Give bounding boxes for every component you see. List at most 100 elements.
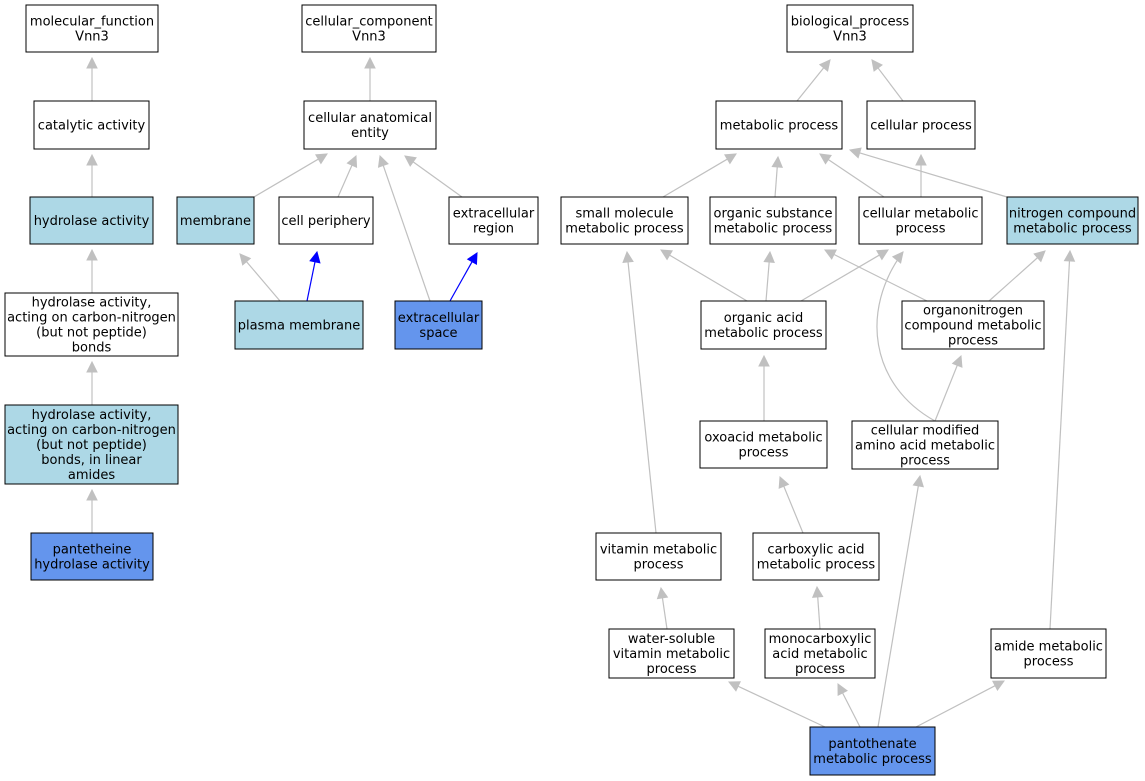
node-label-line: organic acid — [724, 311, 803, 326]
edge-met-to-bp — [796, 59, 831, 102]
edge-line — [876, 251, 936, 422]
node-box — [786, 4, 914, 53]
edge-wsv-to-vit — [656, 586, 669, 630]
edge-line — [915, 684, 997, 728]
go-term-node-cp[interactable]: cell periphery — [278, 196, 374, 245]
node-label-line: Vnn3 — [75, 30, 109, 45]
edge-line — [253, 158, 320, 198]
edge-cma-to-onc — [934, 354, 963, 422]
node-box — [866, 100, 976, 150]
edge-arrowhead — [912, 474, 924, 488]
node-box — [33, 100, 150, 150]
edge-arrowhead — [466, 252, 478, 265]
edge-arrowhead — [837, 683, 848, 696]
node-label-line: acid metabolic — [772, 647, 867, 662]
edge-arrowhead — [819, 153, 832, 165]
node-label-line: metabolic process — [565, 222, 684, 237]
go-term-node-mem[interactable]: membrane — [176, 196, 255, 245]
go-term-node-met[interactable]: metabolic process — [715, 100, 843, 150]
node-box — [176, 196, 255, 245]
node-box — [4, 404, 179, 485]
edges-layer — [86, 56, 1076, 728]
edge-smm-to-met — [662, 153, 737, 198]
node-box — [809, 726, 936, 776]
edge-arrowhead — [848, 147, 862, 159]
go-term-node-pm[interactable]: plasma membrane — [234, 300, 364, 350]
edge-arrowhead — [309, 250, 321, 264]
node-label-line: cellular process — [870, 119, 972, 134]
edge-oam-to-cmp — [800, 249, 889, 302]
edge-hcnl-to-hcn — [86, 360, 98, 405]
node-box — [715, 100, 843, 150]
edge-line — [800, 254, 881, 302]
edge-ncm-to-met — [848, 147, 1008, 198]
edge-pant-to-hcnl — [86, 488, 98, 533]
node-label-line: membrane — [180, 214, 251, 229]
node-label-line: (but not peptide) — [36, 326, 147, 341]
node-box — [29, 196, 154, 245]
go-term-node-hcnl[interactable]: hydrolase activity,acting on carbon-nitr… — [4, 404, 179, 485]
node-label-line: process — [948, 334, 998, 349]
node-box — [1006, 196, 1139, 245]
edge-line — [827, 158, 885, 198]
edge-onc-to-osm — [824, 249, 928, 302]
edge-arrowhead — [992, 680, 1005, 692]
edge-arrowhead — [763, 250, 775, 263]
go-term-node-hyd[interactable]: hydrolase activity — [29, 196, 154, 245]
edge-arrowhead — [818, 59, 831, 72]
node-label-line: organic substance — [714, 207, 833, 222]
edge-amd-to-ncm — [1049, 249, 1076, 630]
edge-line — [832, 253, 928, 302]
node-label-line: amides — [68, 468, 115, 483]
node-box — [700, 300, 827, 350]
edge-ptm-to-wsv — [727, 681, 826, 728]
edge-line — [765, 260, 770, 302]
edge-arrowhead — [758, 354, 770, 367]
node-label-line: Vnn3 — [833, 30, 867, 45]
go-term-node-cel[interactable]: cellular process — [866, 100, 976, 150]
edge-arrowhead — [891, 251, 904, 264]
edge-arrowhead — [86, 360, 98, 373]
edge-arrowhead — [771, 155, 784, 168]
node-label-line: small molecule — [576, 207, 674, 222]
edge-line — [796, 66, 825, 102]
edge-arrowhead — [656, 586, 669, 600]
edge-arrowhead — [660, 249, 673, 261]
edge-line — [449, 260, 474, 302]
node-label-line: hydrolase activity, — [32, 408, 152, 423]
edge-line — [411, 160, 463, 198]
edge-line — [306, 260, 316, 302]
edge-line — [382, 164, 431, 302]
edge-arrowhead — [778, 475, 790, 489]
edge-cel-to-bp — [871, 59, 904, 102]
node-box — [595, 532, 722, 581]
edge-line — [627, 260, 657, 534]
node-label-line: biological_process — [791, 15, 910, 30]
node-label-line: Vnn3 — [352, 30, 386, 45]
go-term-node-hcn[interactable]: hydrolase activity,acting on carbon-nitr… — [4, 292, 179, 357]
go-term-node-cat[interactable]: catalytic activity — [33, 100, 150, 150]
